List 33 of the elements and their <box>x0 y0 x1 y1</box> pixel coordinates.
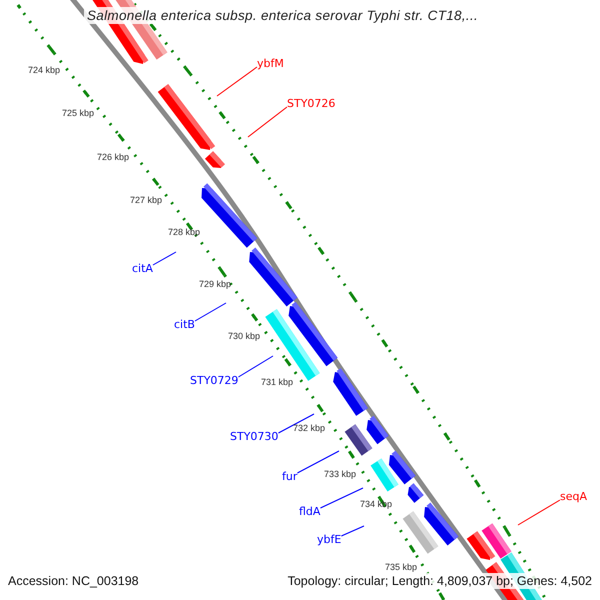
leader-line <box>296 450 340 474</box>
leader-line <box>194 302 226 322</box>
gene-label: ybfM <box>257 57 284 70</box>
gene-label: STY0726 <box>287 97 336 110</box>
leader-line <box>248 106 288 138</box>
scale-label: 729 kbp <box>199 279 232 289</box>
scale-label: 733 kbp <box>324 469 356 479</box>
leader-line <box>216 66 258 96</box>
leader-line <box>278 414 314 434</box>
gene-label: fldA <box>299 505 320 518</box>
leader-line <box>152 252 176 266</box>
gene-label: STY0730 <box>230 430 278 443</box>
scale-label: 735 kbp <box>385 562 418 572</box>
scale-label: 731 kbp <box>261 377 294 387</box>
leader-line <box>340 526 364 536</box>
gene-label: ybfE <box>317 533 342 546</box>
leader-line <box>238 356 274 378</box>
scale-label: 725 kbp <box>62 108 94 118</box>
footer-text: Topology: circular; Length: 4,809,037 bp; Genes: 4,502 <box>286 573 594 589</box>
gene-label: fur <box>282 470 298 483</box>
gene-label: citA <box>132 262 153 275</box>
gene-label: citB <box>174 318 195 331</box>
scale-label: 730 kbp <box>228 331 260 341</box>
scale-label: 727 kbp <box>130 195 162 205</box>
leader-line <box>518 500 560 526</box>
leader-line <box>320 488 364 508</box>
scale-label: 724 kbp <box>28 65 60 75</box>
scale-label: 726 kbp <box>97 152 130 162</box>
footer-text: Accession: NC_003198 <box>6 573 141 589</box>
gene-label: STY0729 <box>190 374 238 387</box>
scale-label: 728 kbp <box>168 227 200 237</box>
gene-label: seqA <box>560 490 588 503</box>
scale-label: 732 kbp <box>293 423 326 433</box>
